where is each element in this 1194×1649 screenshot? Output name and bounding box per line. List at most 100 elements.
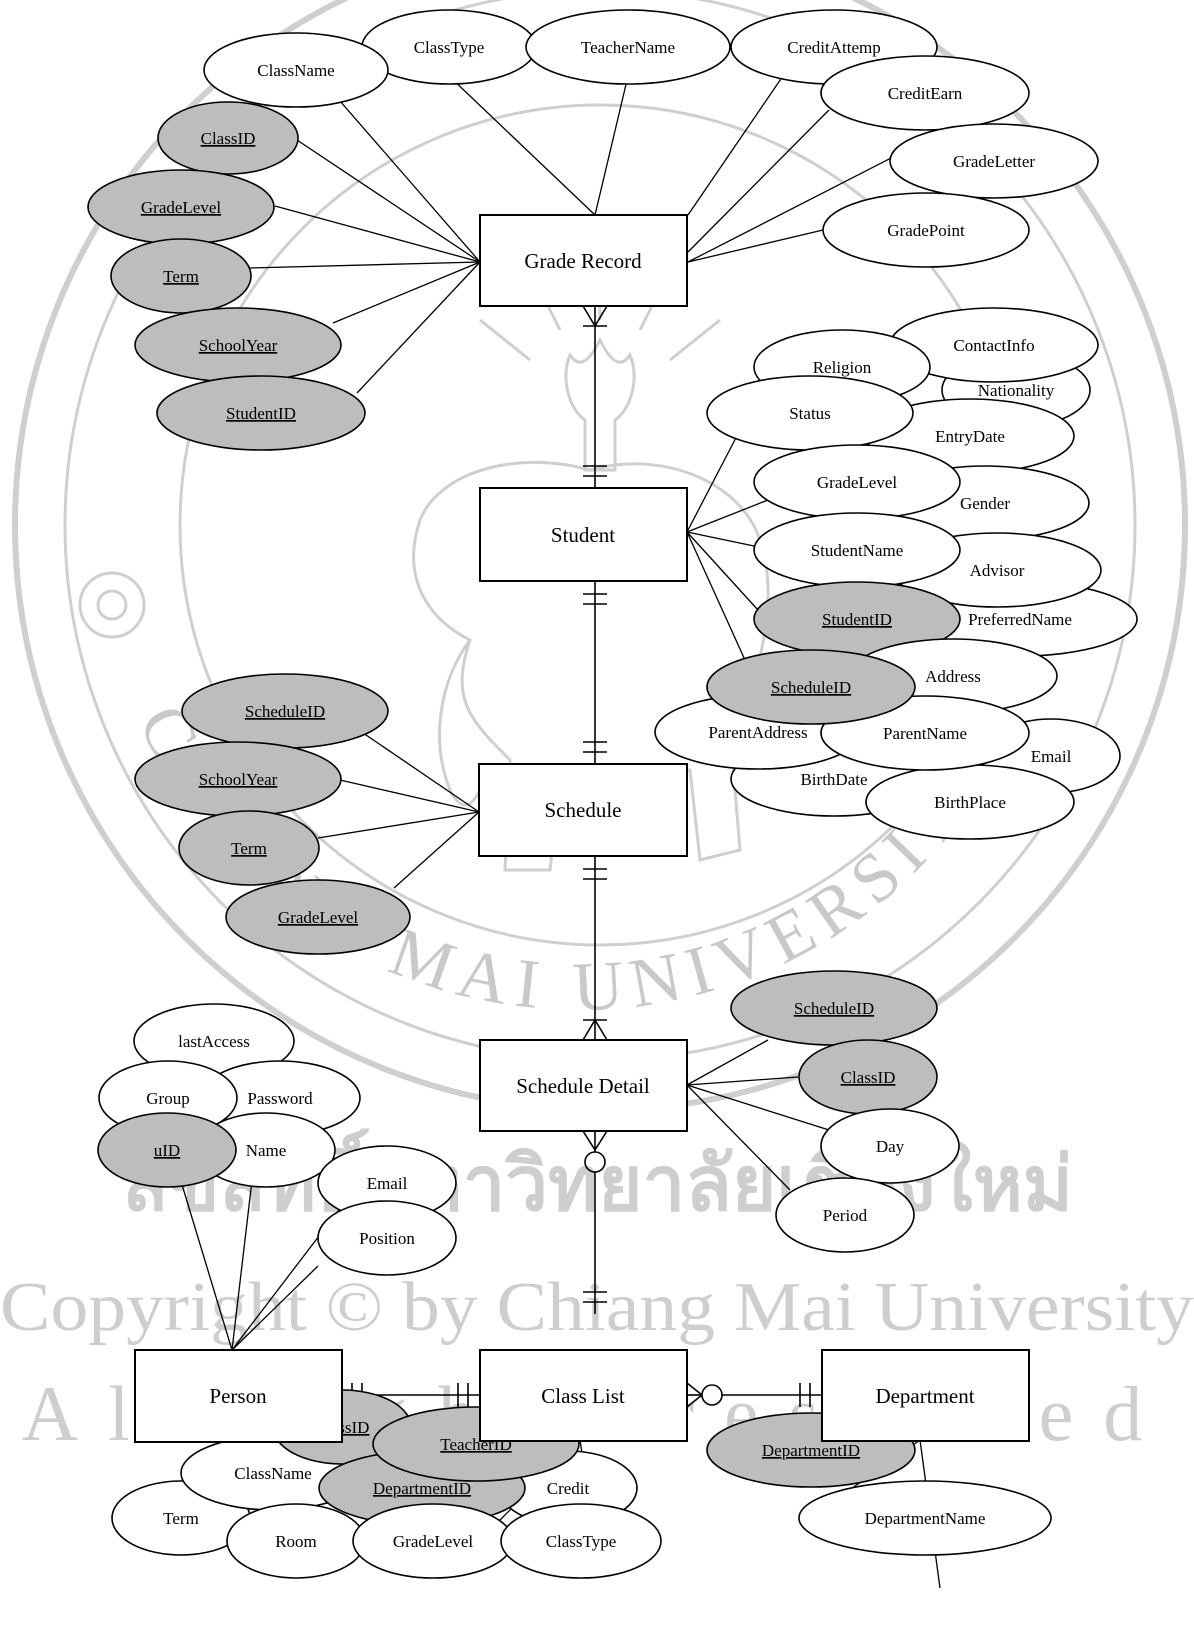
- entities: Grade Record Student Schedule Schedule D…: [134, 214, 1030, 1443]
- key-attribute-ellipse: [156, 375, 366, 451]
- entity-schedule-box[interactable]: [478, 763, 688, 857]
- attribute-ellipse: [820, 1108, 960, 1184]
- rel-zero-circle: [584, 1151, 606, 1173]
- attribute-cl-room[interactable]: Room: [226, 1503, 366, 1579]
- attribute-st-scheduleid[interactable]: ScheduleID: [706, 649, 916, 725]
- key-attribute-ellipse: [225, 879, 411, 955]
- attribute-st-birthplace[interactable]: BirthPlace: [865, 764, 1075, 840]
- attribute-label: ClassName: [257, 61, 334, 80]
- attribute-gr-gradeletter[interactable]: GradeLetter: [889, 123, 1099, 199]
- torch-icon: [564, 336, 636, 472]
- entity-class-list-label: Class List: [541, 1384, 625, 1408]
- rel-crowfoot: [594, 305, 608, 327]
- attribute-st-status[interactable]: Status: [706, 375, 914, 451]
- attribute-label: Position: [359, 1229, 415, 1248]
- attribute-gr-gradepoint[interactable]: GradePoint: [822, 192, 1030, 268]
- attribute-st-gradelevel[interactable]: GradeLevel: [753, 444, 961, 520]
- attribute-cl-gradelevel[interactable]: GradeLevel: [352, 1503, 514, 1579]
- entity-department-label: Department: [875, 1384, 974, 1408]
- attribute-ellipse: [317, 1200, 457, 1276]
- attribute-sc-gradelevel[interactable]: GradeLevel: [225, 879, 411, 955]
- attribute-label: Advisor: [970, 561, 1025, 580]
- rel-crowfoot: [594, 1130, 608, 1151]
- attribute-sd-period[interactable]: Period: [775, 1177, 915, 1253]
- attribute-label: GradeLetter: [953, 152, 1035, 171]
- conn-line: [686, 1076, 799, 1086]
- attribute-label: ClassName: [234, 1464, 311, 1483]
- attribute-label: ScheduleID: [771, 678, 851, 697]
- entity-schedule-detail-box[interactable]: [479, 1039, 688, 1132]
- conn-line: [393, 811, 480, 889]
- attribute-gr-classname[interactable]: ClassName: [203, 32, 389, 108]
- attribute-ellipse: [525, 9, 731, 85]
- attribute-label: DepartmentName: [865, 1509, 986, 1528]
- attribute-pe-uid[interactable]: uID: [97, 1112, 237, 1188]
- conn-line: [686, 1039, 769, 1086]
- attribute-label: GradeLevel: [817, 473, 898, 492]
- entity-student-box[interactable]: [479, 487, 688, 582]
- flower-left-icon: [78, 571, 146, 639]
- attribute-sd-day[interactable]: Day: [820, 1108, 960, 1184]
- entity-department-box[interactable]: [821, 1349, 1030, 1442]
- rel-crowfoot: [594, 1019, 608, 1041]
- conn-line: [332, 92, 481, 263]
- conn-line: [687, 69, 788, 216]
- attribute-label: Group: [146, 1089, 189, 1108]
- attribute-label: ClassID: [201, 129, 256, 148]
- attribute-gr-term[interactable]: Term: [110, 238, 252, 314]
- conn-line: [594, 75, 629, 216]
- attribute-ellipse: [775, 1177, 915, 1253]
- rel-crowfoot: [686, 1394, 703, 1408]
- rel-crowfoot: [582, 305, 596, 327]
- attribute-st-contactinfo[interactable]: ContactInfo: [889, 307, 1099, 383]
- attribute-sd-classid[interactable]: ClassID: [798, 1039, 938, 1115]
- attribute-label: Name: [246, 1141, 287, 1160]
- attribute-gr-schoolyear[interactable]: SchoolYear: [134, 307, 342, 383]
- attribute-pe-name[interactable]: Name: [196, 1112, 336, 1188]
- attribute-label: Gender: [960, 494, 1010, 513]
- attribute-gr-creditearn[interactable]: CreditEarn: [820, 55, 1030, 131]
- attribute-de-departmentname[interactable]: DepartmentName: [798, 1480, 1052, 1556]
- conn-line: [332, 261, 481, 324]
- attribute-label: ClassType: [546, 1532, 617, 1551]
- attribute-sd-scheduleid[interactable]: ScheduleID: [730, 970, 938, 1046]
- conn-line: [448, 75, 596, 216]
- attribute-label: StudentID: [822, 610, 892, 629]
- attribute-gr-classid[interactable]: ClassID: [157, 101, 299, 175]
- attribute-gr-gradelevel[interactable]: GradeLevel: [87, 169, 275, 245]
- attribute-label: uID: [154, 1141, 180, 1160]
- attribute-gr-teachername[interactable]: TeacherName: [525, 9, 731, 85]
- entity-class-list-box[interactable]: [479, 1349, 688, 1442]
- attribute-st-studentid[interactable]: StudentID: [753, 581, 961, 657]
- entity-schedule-label: Schedule: [545, 798, 622, 822]
- attribute-label: Status: [789, 404, 831, 423]
- attribute-sc-schoolyear[interactable]: SchoolYear: [134, 741, 342, 817]
- attribute-sc-scheduleid[interactable]: ScheduleID: [181, 673, 389, 749]
- attribute-label: TeacherName: [581, 38, 675, 57]
- rel-crowfoot: [686, 1382, 703, 1396]
- conn-line: [687, 109, 830, 253]
- attribute-cl-classtype[interactable]: ClassType: [500, 1503, 662, 1579]
- attribute-label: ClassID: [841, 1068, 896, 1087]
- entity-person-box[interactable]: [134, 1349, 343, 1443]
- attribute-label: Term: [231, 839, 267, 858]
- conn-line: [356, 261, 481, 394]
- attribute-pe-group[interactable]: Group: [98, 1060, 238, 1136]
- entity-grade-record-box[interactable]: [479, 214, 688, 307]
- conn-line: [686, 531, 759, 611]
- attribute-label: Nationality: [978, 381, 1055, 400]
- attribute-label: ScheduleID: [794, 999, 874, 1018]
- attribute-label: DepartmentID: [373, 1479, 471, 1498]
- attribute-pe-position[interactable]: Position: [317, 1200, 457, 1276]
- attribute-label: Religion: [813, 358, 872, 377]
- conn-line: [179, 1177, 233, 1351]
- conn-line: [339, 779, 480, 813]
- conn-line: [687, 229, 824, 263]
- attribute-sc-term[interactable]: Term: [178, 810, 320, 886]
- key-attribute-ellipse: [157, 101, 299, 175]
- attribute-st-studentname[interactable]: StudentName: [753, 512, 961, 588]
- attribute-gr-studentid[interactable]: StudentID: [156, 375, 366, 451]
- attribute-pe-email[interactable]: Email: [317, 1145, 457, 1221]
- conn-line: [686, 499, 769, 533]
